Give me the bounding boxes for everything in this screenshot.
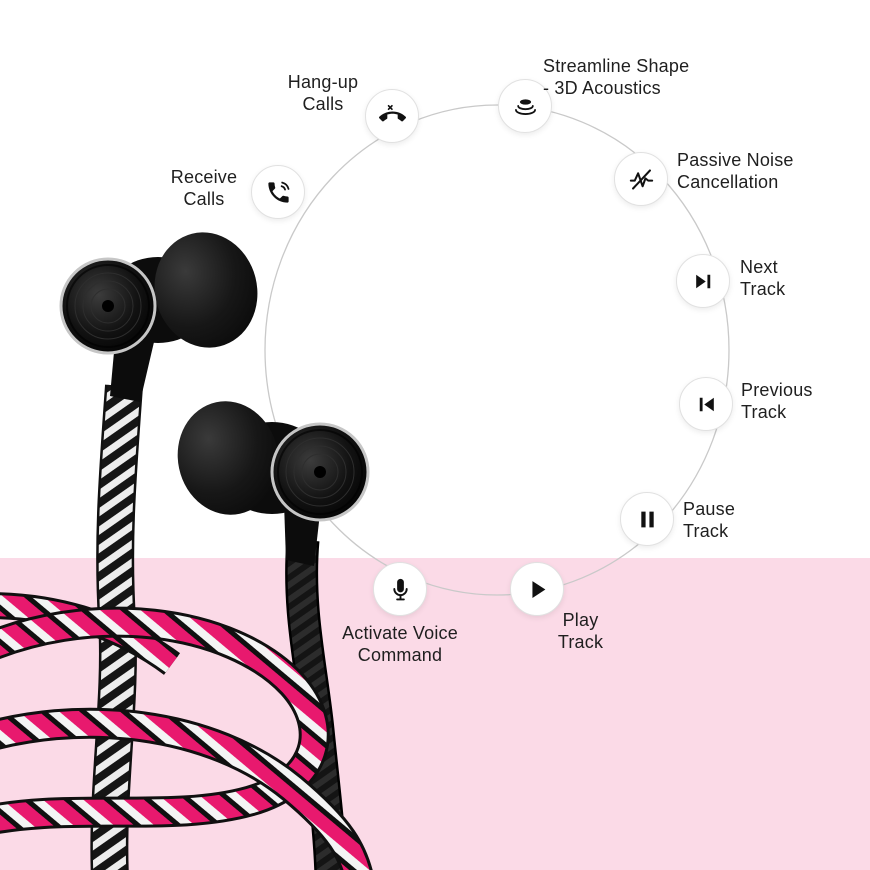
label-line: Calls <box>183 189 225 209</box>
earbud-right <box>177 401 370 566</box>
previous-track-icon <box>679 377 733 431</box>
label-line: Play <box>562 610 599 630</box>
voice-command-label: Activate Voice Command <box>300 622 500 666</box>
label-line: Previous <box>741 380 813 400</box>
label-line: - 3D Acoustics <box>543 78 661 98</box>
play-track-label: Play Track <box>528 609 633 653</box>
next-track-icon <box>676 254 730 308</box>
acoustics-label: Streamline Shape - 3D Acoustics <box>543 55 733 99</box>
label-line: Command <box>357 645 443 665</box>
label-line: Activate Voice <box>342 623 458 643</box>
previous-track-label: Previous Track <box>741 379 861 423</box>
label-line: Pause <box>683 499 736 519</box>
microphone-icon <box>373 562 427 616</box>
label-line: Streamline Shape <box>543 56 690 76</box>
label-line: Track <box>557 632 604 652</box>
noise-cancel-label: Passive Noise Cancellation <box>677 149 847 193</box>
label-line: Receive <box>170 167 238 187</box>
label-line: Passive Noise <box>677 150 794 170</box>
earbud-left <box>59 232 258 402</box>
play-icon <box>510 562 564 616</box>
hangup-calls-label: Hang-up Calls <box>263 71 383 115</box>
label-line: Track <box>683 521 729 541</box>
label-line: Calls <box>302 94 344 114</box>
pause-icon <box>620 492 674 546</box>
noise-cancel-icon <box>614 152 668 206</box>
label-line: Track <box>741 402 787 422</box>
label-line: Next <box>740 257 778 277</box>
label-line: Track <box>740 279 786 299</box>
label-line: Hang-up <box>287 72 359 92</box>
receive-calls-label: Receive Calls <box>144 166 264 210</box>
pink-background-band <box>0 558 870 870</box>
pause-track-label: Pause Track <box>683 498 793 542</box>
label-line: Cancellation <box>677 172 779 192</box>
next-track-label: Next Track <box>740 256 850 300</box>
